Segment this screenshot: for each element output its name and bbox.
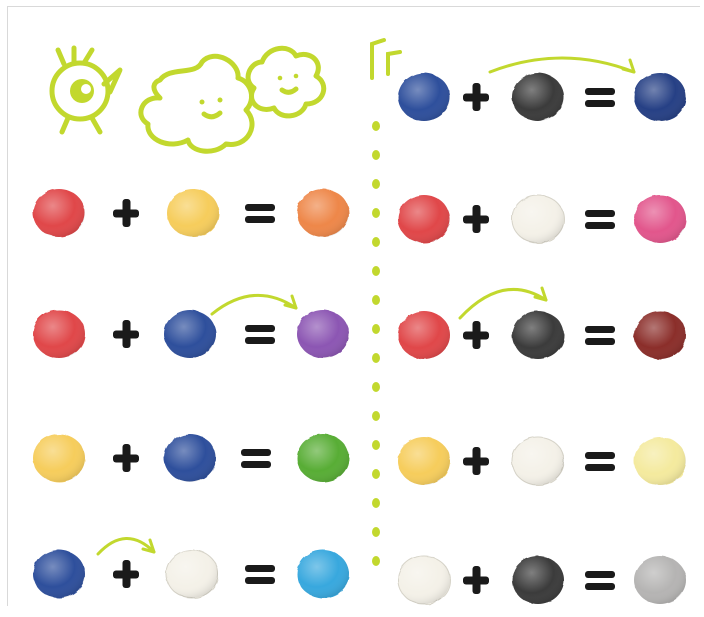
plus-icon xyxy=(113,199,139,227)
second-color-dot xyxy=(512,311,564,359)
equals-icon xyxy=(585,88,615,107)
divider-dot xyxy=(372,440,380,450)
mixing-equation-row xyxy=(397,555,686,605)
result-color-dot xyxy=(634,73,686,121)
second-color-dot xyxy=(164,310,216,358)
result-color-dot xyxy=(634,437,686,485)
divider-dot xyxy=(372,237,380,247)
result-color-dot xyxy=(634,556,686,604)
equals-icon xyxy=(585,326,615,345)
plus-icon xyxy=(463,83,489,111)
mixing-equation-row xyxy=(398,56,686,121)
chick-icon xyxy=(49,45,123,135)
corner-bracket xyxy=(370,38,402,80)
divider-dot xyxy=(372,121,380,131)
second-color-dot xyxy=(167,189,219,237)
mixing-equation-row xyxy=(33,189,349,237)
curved-arrow-icon xyxy=(210,294,298,316)
divider-dot xyxy=(372,295,380,305)
first-color-dot xyxy=(397,555,451,605)
equals-icon xyxy=(585,452,615,471)
first-color-dot xyxy=(33,550,85,598)
page-frame xyxy=(7,6,700,606)
mixing-equation-row xyxy=(398,194,686,244)
plus-icon xyxy=(463,447,489,475)
plus-icon xyxy=(463,205,489,233)
dotted-divider xyxy=(372,121,380,566)
curved-arrow-icon xyxy=(96,537,156,556)
divider-dot xyxy=(372,527,380,537)
mixing-equation-row xyxy=(398,286,686,359)
result-color-dot xyxy=(297,310,349,358)
second-color-dot xyxy=(512,73,564,121)
divider-dot xyxy=(372,179,380,189)
divider-dot xyxy=(372,324,380,334)
equals-icon xyxy=(241,449,271,468)
plus-icon xyxy=(463,566,489,594)
first-color-dot xyxy=(33,310,85,358)
mixing-equation-row xyxy=(33,434,349,482)
result-color-dot xyxy=(634,195,686,243)
result-color-dot xyxy=(634,311,686,359)
divider-dot xyxy=(372,208,380,218)
divider-dot xyxy=(372,266,380,276)
plus-icon xyxy=(113,444,139,472)
equals-icon xyxy=(585,210,615,229)
plus-icon xyxy=(113,560,139,588)
second-color-dot xyxy=(512,556,564,604)
divider-dot xyxy=(372,150,380,160)
first-color-dot xyxy=(33,434,85,482)
divider-dot xyxy=(372,353,380,363)
divider-dot xyxy=(372,382,380,392)
result-color-dot xyxy=(297,550,349,598)
equals-icon xyxy=(245,325,275,344)
equals-icon xyxy=(585,571,615,590)
equals-icon xyxy=(245,565,275,584)
mixing-equation-row xyxy=(33,537,349,599)
second-color-dot xyxy=(511,436,565,486)
divider-dot xyxy=(372,411,380,421)
divider-dot xyxy=(372,498,380,508)
plus-icon xyxy=(463,321,489,349)
mixing-equation-row xyxy=(33,294,349,358)
blob-creatures-icon xyxy=(138,45,327,154)
first-color-dot xyxy=(398,195,450,243)
plus-icon xyxy=(113,320,139,348)
divider-dot xyxy=(372,469,380,479)
mixing-equation-row xyxy=(398,436,686,486)
second-color-dot xyxy=(165,549,219,599)
first-color-dot xyxy=(398,311,450,359)
curved-arrow-icon xyxy=(488,56,636,74)
second-color-dot xyxy=(511,194,565,244)
result-color-dot xyxy=(297,189,349,237)
divider-dot xyxy=(372,556,380,566)
curved-arrow-icon xyxy=(458,286,548,320)
first-color-dot xyxy=(398,73,450,121)
first-color-dot xyxy=(398,437,450,485)
second-color-dot xyxy=(164,434,216,482)
first-color-dot xyxy=(33,189,85,237)
equals-icon xyxy=(245,204,275,223)
result-color-dot xyxy=(297,434,349,482)
